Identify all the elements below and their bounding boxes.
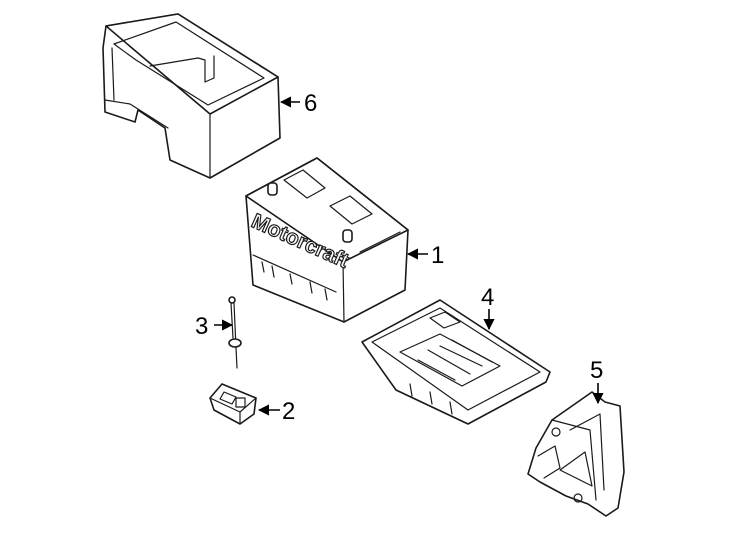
callout-2-label: 2 <box>282 398 295 425</box>
callout-3-label: 3 <box>195 313 208 340</box>
battery-tray-part <box>361 299 551 425</box>
battery-cover-part <box>102 13 281 179</box>
callout-6-label: 6 <box>304 90 317 117</box>
hold-down-clamp-part <box>209 383 257 425</box>
callout-1-label: 1 <box>431 242 444 269</box>
hold-down-bolt-part <box>228 296 242 369</box>
callout-5-label: 5 <box>590 357 603 384</box>
callout-4-label: 4 <box>481 284 494 311</box>
battery-part: Motorcraft <box>245 157 409 323</box>
battery-bracket-part <box>527 391 625 517</box>
